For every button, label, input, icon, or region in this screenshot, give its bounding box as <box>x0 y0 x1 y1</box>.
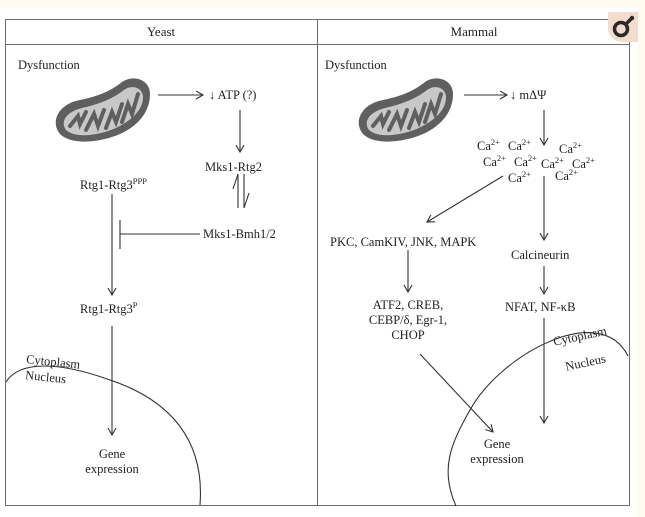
rtg1-rtg3-ppp-label: Rtg1-Rtg3PPP <box>80 176 147 192</box>
calcineurin-label: Calcineurin <box>511 248 570 262</box>
calcium-ion: Ca2+ <box>572 155 595 171</box>
rtg1-rtg3-p-label: Rtg1-Rtg3P <box>80 300 138 316</box>
kinases-label: PKC, CamKIV, JNK, MAPK <box>330 235 477 249</box>
calcium-ion: Ca2+ <box>541 155 564 171</box>
calcium-ion: Ca2+ <box>477 137 500 153</box>
nfat-nfkb-label: NFAT, NF-κB <box>505 300 576 314</box>
calcium-ion: Ca2+ <box>514 153 537 169</box>
yeast-dysfunction-label: Dysfunction <box>18 58 80 72</box>
yeast-panel-title: Yeast <box>146 24 176 39</box>
atp-label: ↓ ATP (?) <box>209 88 257 102</box>
calcium-ion: Ca2+ <box>483 153 506 169</box>
zoom-button[interactable] <box>608 12 638 42</box>
transcription-factors-label: ATF2, CREB, CEBP/δ, Egr-1, CHOP <box>368 298 448 342</box>
mks1-bmh-label: Mks1-Bmh1/2 <box>203 227 276 241</box>
calcium-ion: Ca2+ <box>559 140 582 156</box>
panel-divider <box>317 19 318 506</box>
magnifier-icon <box>612 15 635 38</box>
membrane-potential-label: ↓ mΔΨ <box>510 88 547 102</box>
calcium-ion: Ca2+ <box>508 137 531 153</box>
mammal-panel-title: Mammal <box>450 24 498 39</box>
mammal-dysfunction-label: Dysfunction <box>325 58 387 72</box>
calcium-ion: Ca2+ <box>508 169 531 185</box>
calcium-ion: Ca2+ <box>555 167 578 183</box>
mks1-rtg2-label: Mks1-Rtg2 <box>205 160 262 174</box>
